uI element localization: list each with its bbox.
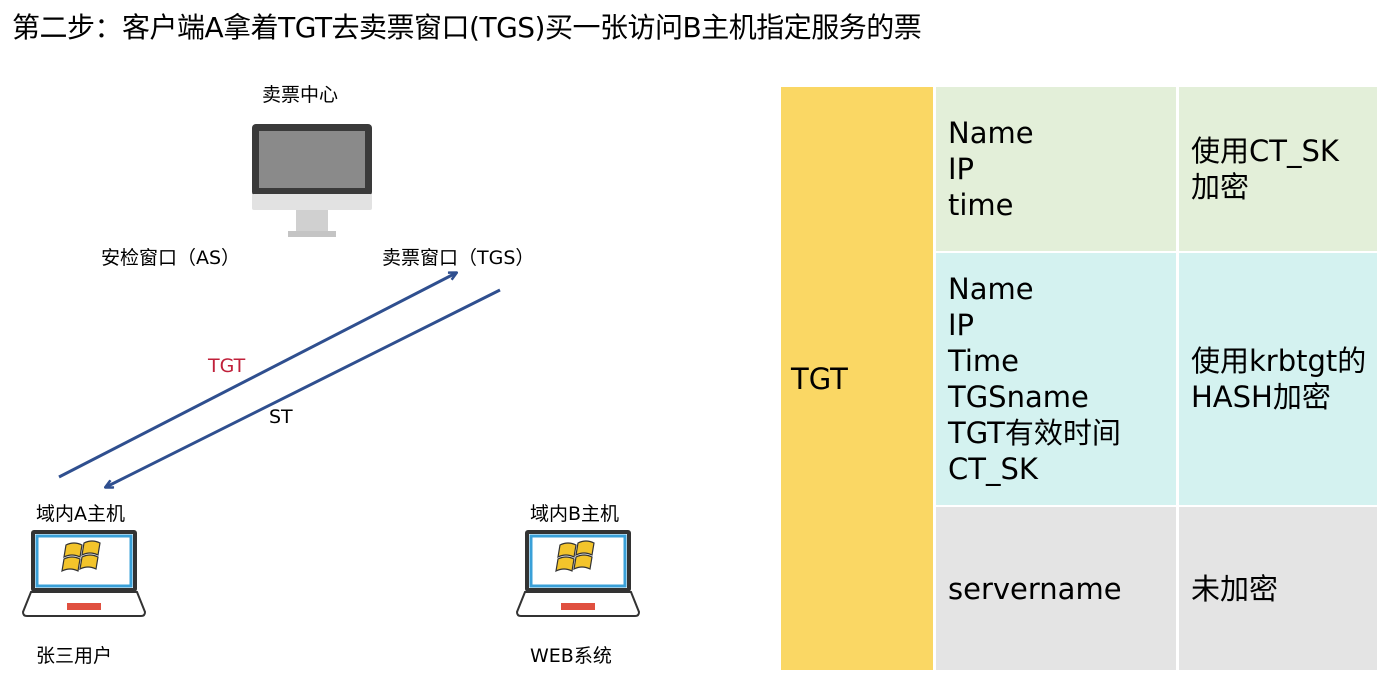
- field-time: time: [948, 188, 1014, 222]
- encryption-text: 使用CT_SK: [1191, 134, 1339, 168]
- tgt-structure-table: TGT Name IP time 使用CT_SK 加密 Name IP Time…: [781, 87, 1377, 670]
- field-ip: IP: [948, 152, 975, 186]
- encryption-text: HASH加密: [1191, 380, 1331, 414]
- host-a-label: 域内A主机: [36, 503, 125, 525]
- field-name: Name: [948, 116, 1034, 150]
- monitor-icon: [252, 124, 372, 237]
- field-tgt-validity: TGT有效时间: [948, 416, 1121, 450]
- st-arrow-label: ST: [269, 406, 293, 428]
- field-time: Time: [948, 344, 1019, 378]
- laptop-a-icon: [21, 530, 147, 617]
- field-servername: servername: [948, 571, 1122, 606]
- encryption-text: 使用krbtgt的: [1191, 344, 1367, 378]
- page-title: 第二步：客户端A拿着TGT去卖票窗口(TGS)买一张访问B主机指定服务的票: [12, 11, 922, 44]
- user-label: 张三用户: [36, 645, 113, 667]
- web-system-label: WEB系统: [530, 645, 612, 667]
- laptop-b-icon: [515, 530, 641, 617]
- tgt-header-cell: TGT: [781, 87, 933, 670]
- row2-encryption-cell: 使用krbtgt的 HASH加密: [1179, 253, 1377, 505]
- field-ct-sk: CT_SK: [948, 452, 1038, 486]
- field-ip: IP: [948, 308, 975, 342]
- tgt-arrow: [58, 273, 456, 479]
- ticket-center-label: 卖票中心: [262, 84, 339, 106]
- as-window-label: 安检窗口（AS）: [101, 247, 241, 269]
- diagram-graphics: [21, 124, 641, 617]
- host-b-label: 域内B主机: [530, 503, 620, 525]
- field-tgsname: TGSname: [948, 380, 1089, 414]
- encryption-text: 未加密: [1191, 571, 1279, 606]
- tgt-header-text: TGT: [791, 361, 848, 396]
- row3-encryption-cell: 未加密: [1179, 507, 1377, 670]
- encryption-text: 加密: [1191, 170, 1250, 204]
- row1-fields-cell: Name IP time: [936, 87, 1176, 251]
- st-arrow: [106, 288, 501, 487]
- row3-fields-cell: servername: [936, 507, 1176, 670]
- field-name: Name: [948, 272, 1034, 306]
- row2-fields-cell: Name IP Time TGSname TGT有效时间 CT_SK: [936, 253, 1176, 505]
- tgs-window-label: 卖票窗口（TGS）: [382, 247, 535, 269]
- row1-encryption-cell: 使用CT_SK 加密: [1179, 87, 1377, 251]
- tgt-arrow-label: TGT: [208, 355, 246, 377]
